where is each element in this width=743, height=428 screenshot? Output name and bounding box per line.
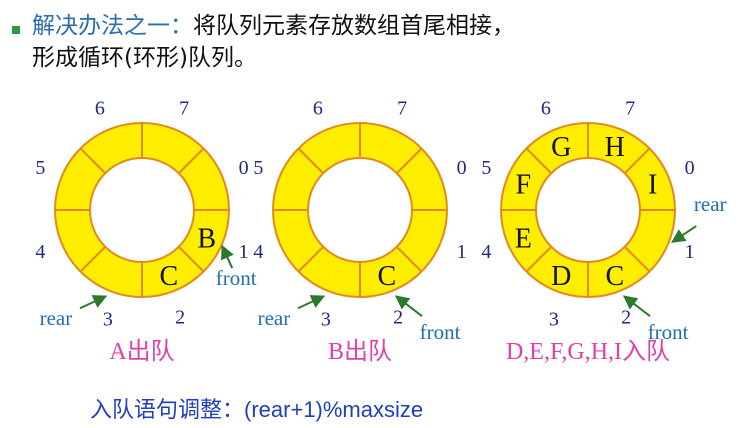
slot-number-0: 0 [239, 157, 249, 179]
slot-divider [178, 147, 205, 174]
ring-inner-border [535, 157, 641, 263]
ring-inner-border [89, 157, 195, 263]
slot-number-2: 2 [175, 307, 185, 329]
slot-number-1: 1 [239, 241, 249, 263]
queue-element-G: G [551, 132, 571, 163]
slot-divider [396, 246, 423, 273]
rear-pointer-label: rear [694, 192, 727, 216]
queue-element-C: C [605, 261, 624, 292]
slot-divider [178, 246, 205, 273]
front-arrow [622, 295, 651, 318]
slot-divider [624, 246, 651, 273]
slot-number-5: 5 [481, 157, 491, 179]
queue-element-C: C [377, 261, 396, 292]
slot-divider [297, 246, 324, 273]
slot-number-7: 7 [397, 100, 407, 119]
ring-inner-border [307, 157, 413, 263]
slot-number-3: 3 [549, 309, 559, 331]
queue-element-I: I [648, 170, 657, 201]
front-arrow [221, 244, 234, 269]
ring-caption: A出队 [109, 338, 174, 365]
queue-ring-1: 0 1 2 3 4 5 6 7BC A出队 rear front [35, 100, 256, 365]
slot-divider [297, 147, 324, 174]
title-highlight: 解决办法之一： [32, 13, 193, 39]
queue-element-C: C [159, 261, 178, 292]
slot-divider [624, 147, 651, 174]
ring-caption: B出队 [328, 338, 392, 365]
slot-divider [396, 147, 423, 174]
rear-arrow [297, 295, 326, 310]
slot-number-5: 5 [35, 157, 45, 179]
slot-divider [79, 147, 106, 174]
bullet-icon [12, 26, 20, 34]
rear-arrow [671, 225, 697, 243]
slot-number-2: 2 [621, 307, 631, 329]
slot-number-0: 0 [685, 157, 695, 179]
rear-pointer-label: rear [40, 306, 73, 330]
title-line-2: 形成循环(环形)队列。 [32, 45, 257, 71]
slot-number-4: 4 [35, 241, 45, 263]
slot-number-1: 1 [457, 241, 467, 263]
front-pointer-label: front [648, 320, 689, 344]
slot-number-0: 0 [457, 157, 467, 179]
queue-element-H: H [605, 132, 625, 163]
title-rest: 将队列元素存放数组首尾相接， [193, 13, 515, 39]
slot-number-4: 4 [253, 241, 263, 263]
queue-element-F: F [516, 170, 532, 201]
slot-number-4: 4 [481, 241, 491, 263]
slot-number-1: 1 [685, 241, 695, 263]
slot-number-6: 6 [95, 100, 105, 119]
queue-element-D: D [551, 261, 571, 292]
queue-element-E: E [515, 223, 532, 254]
slot-number-3: 3 [103, 309, 113, 331]
slot-number-3: 3 [321, 309, 331, 331]
rear-arrow [79, 295, 108, 310]
slot-number-7: 7 [179, 100, 189, 119]
ring-caption: D,E,F,G,H,I入队 [506, 338, 670, 365]
front-arrow [394, 295, 423, 318]
slot-divider [525, 246, 552, 273]
slot-number-2: 2 [393, 307, 403, 329]
front-pointer-label: front [216, 266, 257, 290]
footer-expression: (rear+1)%maxsize [244, 397, 424, 422]
slot-number-7: 7 [625, 100, 635, 119]
slot-number-6: 6 [313, 100, 323, 119]
footer-note: 入队语句调整：(rear+1)%maxsize [90, 392, 423, 424]
front-pointer-label: front [420, 320, 461, 344]
queue-ring-2: 0 1 2 3 4 5 6 7C B出队 rear front [253, 100, 466, 365]
footer-label: 入队语句调整： [90, 398, 245, 423]
slot-number-6: 6 [541, 100, 551, 119]
title-line-1: 解决办法之一：将队列元素存放数组首尾相接， [32, 6, 515, 40]
slot-divider [525, 147, 552, 174]
slot-number-5: 5 [253, 157, 263, 179]
rear-pointer-label: rear [258, 306, 291, 330]
slot-divider [79, 246, 106, 273]
queue-element-B: B [197, 223, 216, 254]
